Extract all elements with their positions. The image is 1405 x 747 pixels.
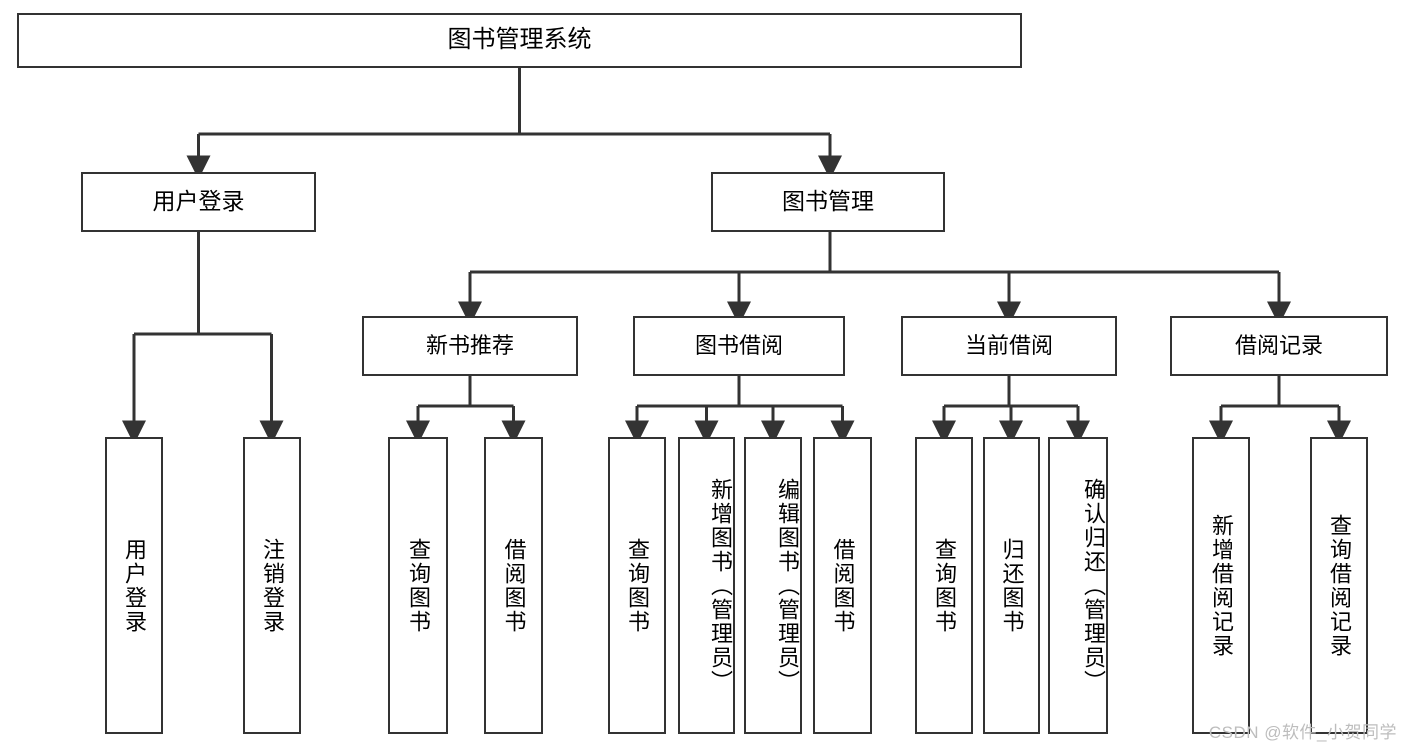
node-user-login-label: 用户登录: [152, 188, 245, 215]
node-leaf-cb-return-book[interactable]: 归还图书: [983, 437, 1040, 734]
node-leaf-bb-edit-book-admin-label: 编辑图书（管理员）: [775, 477, 800, 694]
node-leaf-br-add-record-label: 新增借阅记录: [1208, 513, 1234, 658]
node-leaf-nb-query-book[interactable]: 查询图书: [388, 437, 448, 734]
node-new-book-recommend[interactable]: 新书推荐: [362, 316, 578, 376]
node-leaf-nb-query-book-label: 查询图书: [405, 537, 431, 634]
node-leaf-cb-query-book[interactable]: 查询图书: [915, 437, 973, 734]
node-leaf-bb-add-book-admin-label: 新增图书（管理员）: [708, 477, 733, 694]
node-book-borrow-label: 图书借阅: [694, 333, 783, 359]
node-leaf-br-query-record-label: 查询借阅记录: [1326, 513, 1352, 658]
node-leaf-nb-borrow-book[interactable]: 借阅图书: [484, 437, 543, 734]
node-leaf-cb-confirm-return-admin-label: 确认归还（管理员）: [1081, 477, 1106, 694]
node-leaf-bb-edit-book-admin[interactable]: 编辑图书（管理员）: [744, 437, 802, 734]
node-leaf-bb-borrow-book[interactable]: 借阅图书: [813, 437, 872, 734]
node-user-login[interactable]: 用户登录: [81, 172, 316, 232]
node-book-manage-label: 图书管理: [782, 188, 874, 215]
node-book-manage[interactable]: 图书管理: [711, 172, 945, 232]
node-borrow-record-label: 借阅记录: [1234, 333, 1323, 359]
node-leaf-user-login[interactable]: 用户登录: [105, 437, 163, 734]
node-new-book-recommend-label: 新书推荐: [425, 333, 514, 359]
node-leaf-bb-query-book-label: 查询图书: [624, 537, 650, 634]
node-leaf-br-query-record[interactable]: 查询借阅记录: [1310, 437, 1368, 734]
node-leaf-cb-query-book-label: 查询图书: [931, 537, 957, 634]
node-leaf-logout[interactable]: 注销登录: [243, 437, 301, 734]
node-book-borrow[interactable]: 图书借阅: [633, 316, 845, 376]
csdn-watermark: CSDN @软件_小贺同学: [1208, 723, 1397, 742]
node-leaf-nb-borrow-book-label: 借阅图书: [501, 537, 527, 634]
node-root-label: 图书管理系统: [447, 26, 592, 54]
node-root[interactable]: 图书管理系统: [17, 13, 1022, 68]
node-leaf-bb-add-book-admin[interactable]: 新增图书（管理员）: [678, 437, 735, 734]
node-current-borrow-label: 当前借阅: [964, 333, 1053, 359]
node-leaf-br-add-record[interactable]: 新增借阅记录: [1192, 437, 1250, 734]
node-leaf-bb-borrow-book-label: 借阅图书: [830, 537, 856, 634]
node-leaf-logout-label: 注销登录: [259, 537, 285, 634]
node-current-borrow[interactable]: 当前借阅: [901, 316, 1117, 376]
node-leaf-user-login-label: 用户登录: [121, 537, 147, 634]
node-leaf-bb-query-book[interactable]: 查询图书: [608, 437, 666, 734]
node-borrow-record[interactable]: 借阅记录: [1170, 316, 1388, 376]
node-leaf-cb-return-book-label: 归还图书: [999, 537, 1025, 634]
node-leaf-cb-confirm-return-admin[interactable]: 确认归还（管理员）: [1048, 437, 1108, 734]
